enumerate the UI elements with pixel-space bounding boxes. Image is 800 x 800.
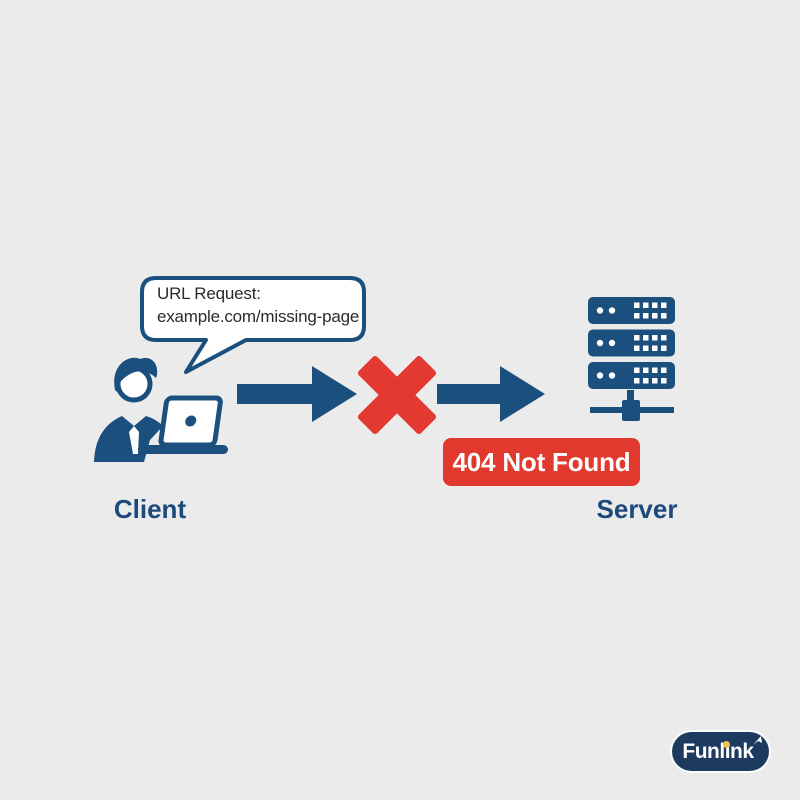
right-arrow-icon <box>237 366 357 422</box>
logo-i-dot <box>723 741 730 748</box>
status-badge: 404 Not Found <box>443 438 640 486</box>
speech-bubble-text: URL Request: example.com/missing-page <box>157 282 362 328</box>
server-stack-icon <box>588 297 675 421</box>
brand-logo: Funlink <box>672 732 769 771</box>
right-arrow-icon <box>437 366 545 422</box>
speech-bubble <box>140 276 366 374</box>
url-request-value: example.com/missing-page <box>157 307 360 326</box>
client-label: Client <box>113 494 187 524</box>
server-label: Server <box>596 494 678 524</box>
status-badge-text: 404 Not Found <box>452 446 631 477</box>
person-at-laptop-icon <box>94 357 228 462</box>
url-request-label: URL Request: <box>157 284 261 303</box>
brand-logo-text: Funlink <box>682 739 754 763</box>
arrow-up-right-icon <box>753 736 762 745</box>
x-mark-icon <box>357 355 437 435</box>
